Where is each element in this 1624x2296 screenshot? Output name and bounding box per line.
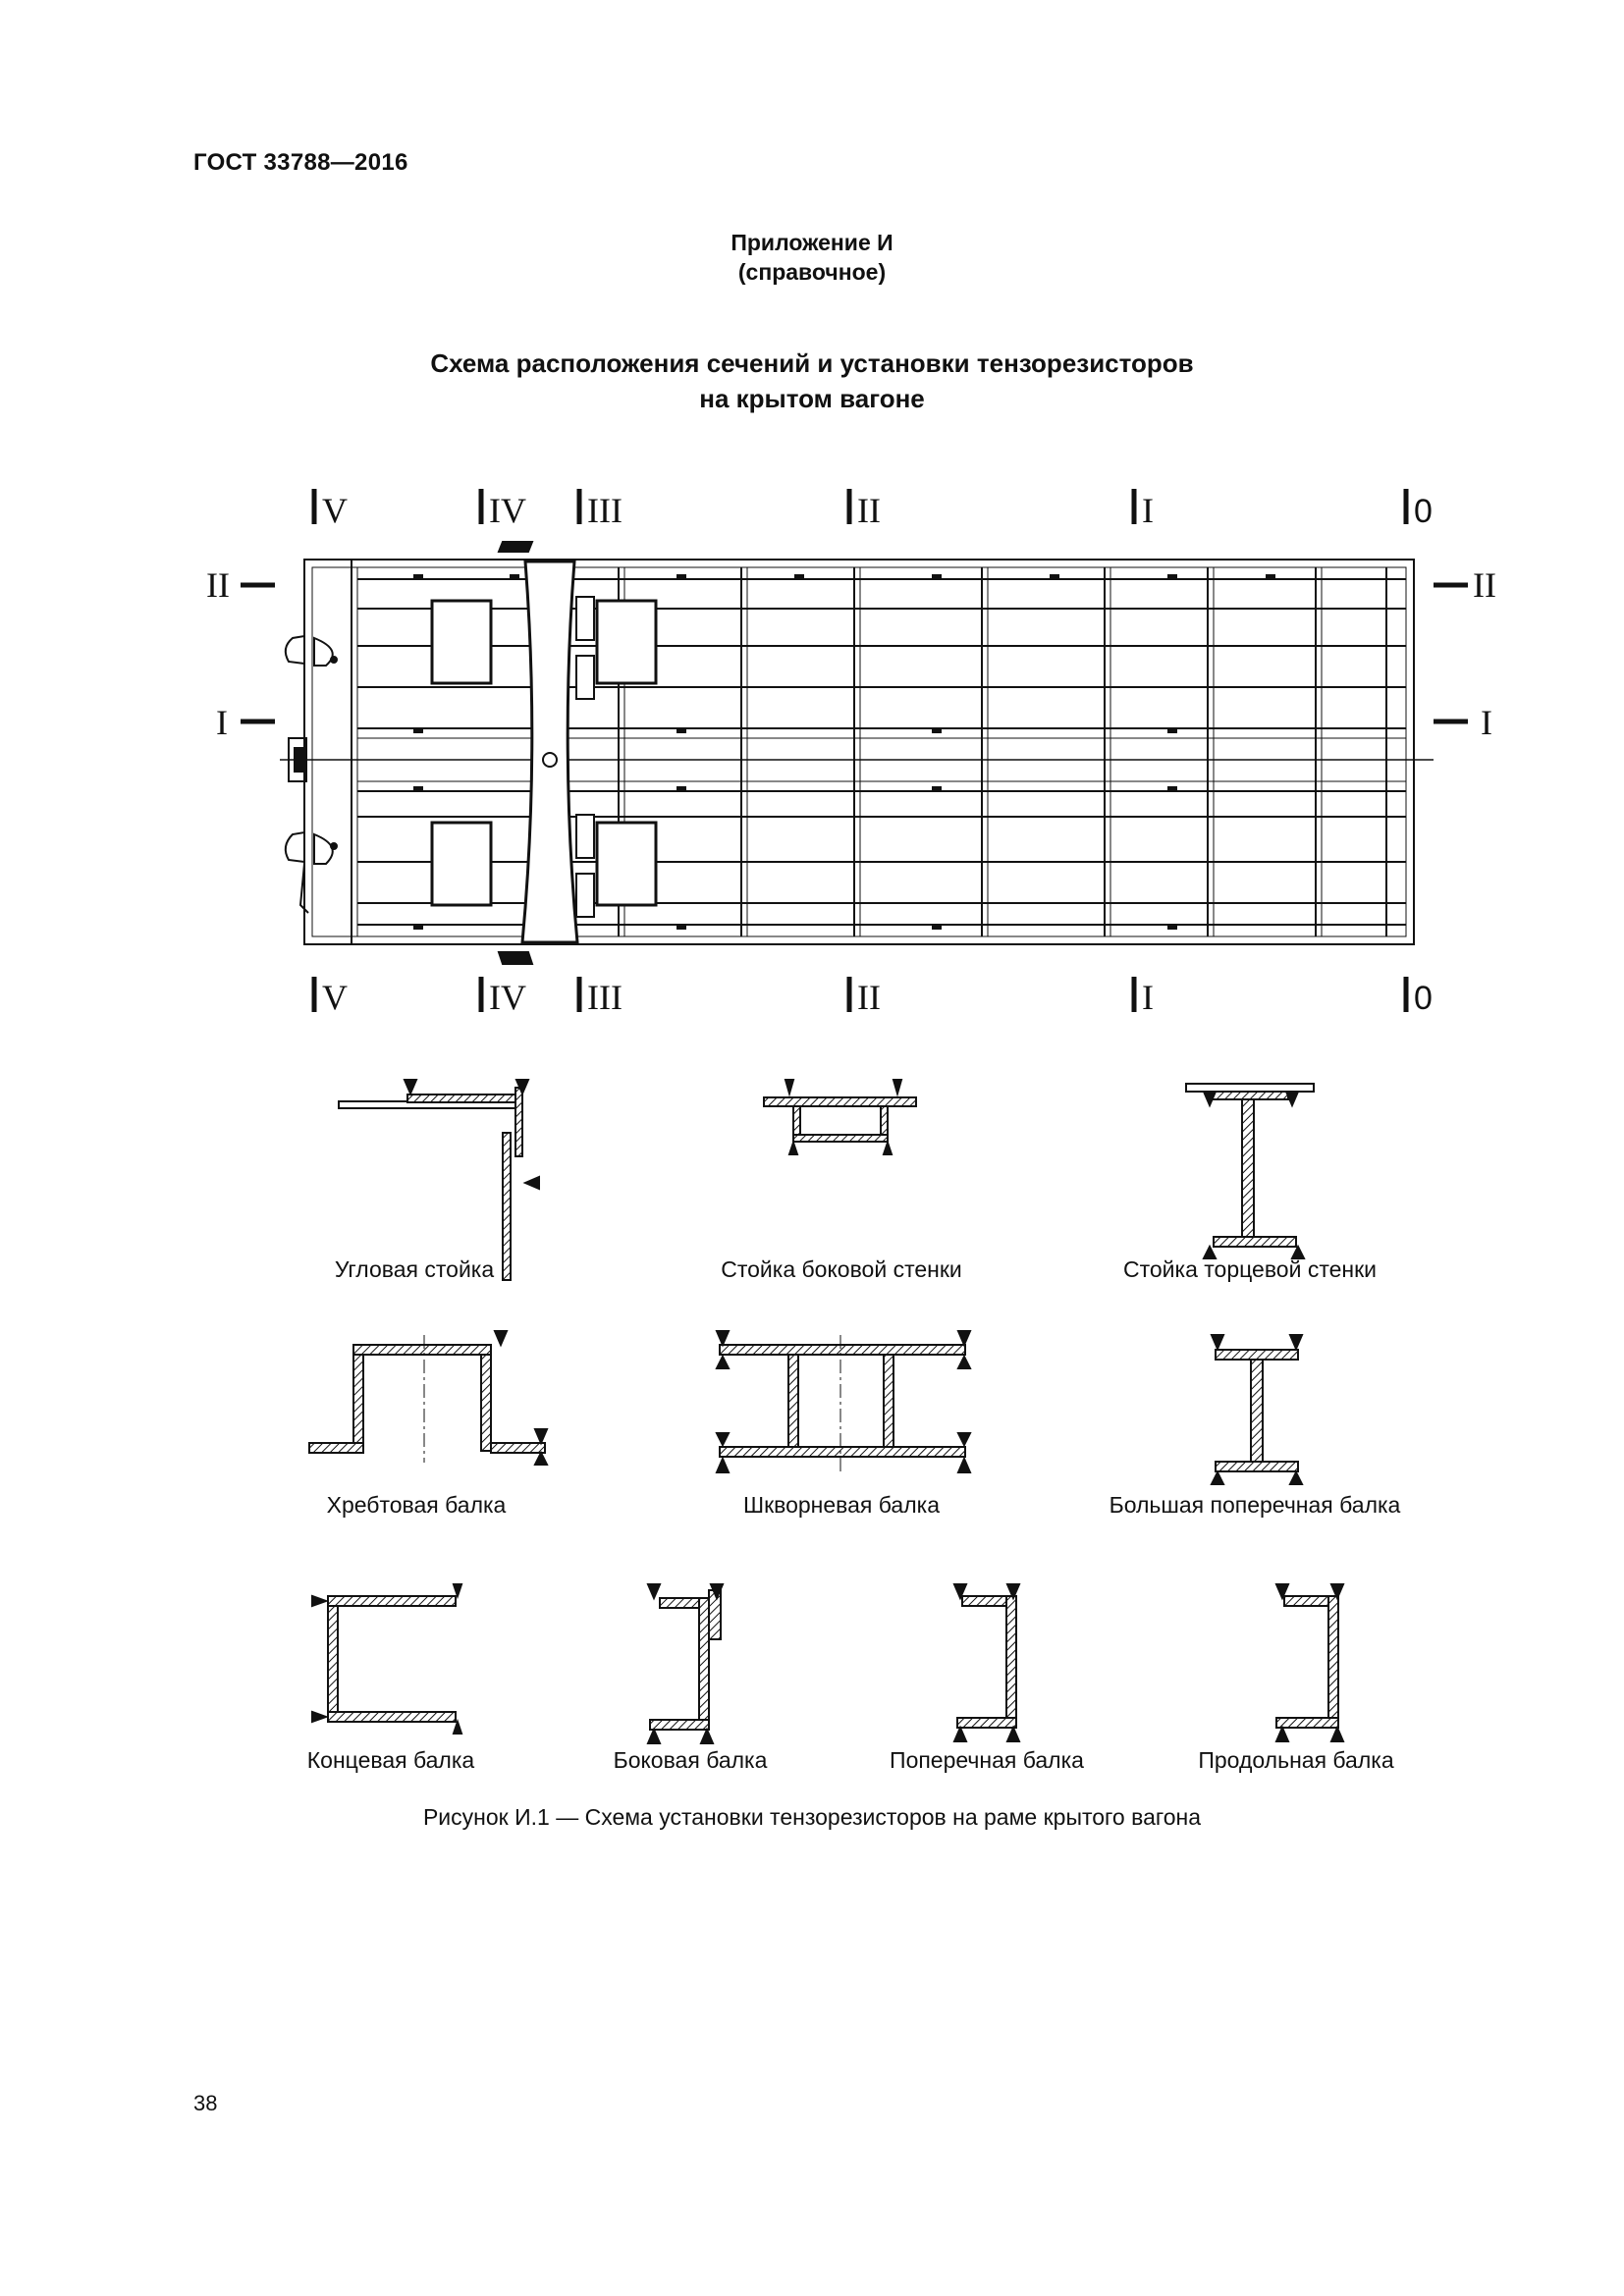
section-label-bottom-IV: IV	[489, 978, 526, 1017]
caption-side-sill: Боковая балка	[613, 1747, 768, 1773]
title-line-2: на крытом вагоне	[699, 384, 925, 413]
section-markers-top	[311, 489, 1409, 524]
section-longitudinal-beam	[1274, 1583, 1345, 1742]
section-cross-beam	[952, 1583, 1021, 1742]
page-number: 38	[193, 2091, 218, 2115]
figure-caption: Рисунок И.1 — Схема установки тензорезис…	[422, 1804, 1202, 1830]
section-side-sill	[646, 1583, 725, 1744]
caption-end-sill: Концевая балка	[306, 1747, 475, 1773]
caption-longitudinal-beam: Продольная балка	[1198, 1747, 1394, 1773]
caption-center-sill: Хребтовая балка	[326, 1492, 507, 1518]
section-main-crossbearer	[1210, 1334, 1304, 1485]
side-label-left-I: I	[216, 703, 228, 742]
side-label-left-II: II	[206, 565, 230, 605]
appendix-kind: (справочное)	[737, 259, 887, 285]
section-label-top-IV: IV	[489, 491, 526, 530]
caption-cross-beam: Поперечная балка	[890, 1747, 1084, 1773]
section-label-top-I: I	[1142, 491, 1154, 530]
appendix-name: Приложение И	[731, 230, 893, 255]
wagon-frame-diagram: V IV III II I 0 V IV III II I 0 II II I …	[206, 489, 1496, 1017]
section-label-bottom-I: I	[1142, 978, 1154, 1017]
section-center-sill	[308, 1330, 549, 1466]
appendix-heading: Приложение И (справочное)	[0, 228, 1624, 287]
caption-body-bolster: Шкворневая балка	[743, 1492, 940, 1518]
section-label-bottom-V: V	[322, 978, 348, 1017]
caption-main-crossbearer: Большая поперечная балка	[1109, 1492, 1401, 1518]
section-label-top-III: III	[587, 491, 623, 530]
section-body-bolster	[715, 1330, 972, 1473]
cross-sections-diagram	[308, 1079, 1345, 1744]
caption-side-wall-post: Стойка боковой стенки	[721, 1256, 962, 1282]
section-side-wall-post	[763, 1079, 917, 1155]
section-end-wall-post	[1185, 1083, 1315, 1259]
side-label-right-I: I	[1481, 703, 1492, 742]
section-label-bottom-III: III	[587, 978, 623, 1017]
section-label-top-II: II	[857, 491, 881, 530]
section-label-top-0: 0	[1414, 493, 1433, 530]
caption-end-wall-post: Стойка торцевой стенки	[1122, 1256, 1378, 1282]
side-label-right-II: II	[1473, 565, 1496, 605]
section-corner-post	[338, 1079, 540, 1281]
section-label-top-V: V	[322, 491, 348, 530]
caption-corner-post: Угловая стойка	[334, 1256, 495, 1282]
section-label-bottom-II: II	[857, 978, 881, 1017]
section-end-sill	[311, 1583, 463, 1735]
page-title: Схема расположения сечений и установки т…	[0, 346, 1624, 416]
section-label-bottom-0: 0	[1414, 980, 1433, 1017]
document-code: ГОСТ 33788—2016	[193, 149, 408, 176]
section-markers-bottom	[311, 977, 1409, 1012]
title-line-1: Схема расположения сечений и установки т…	[430, 348, 1194, 378]
